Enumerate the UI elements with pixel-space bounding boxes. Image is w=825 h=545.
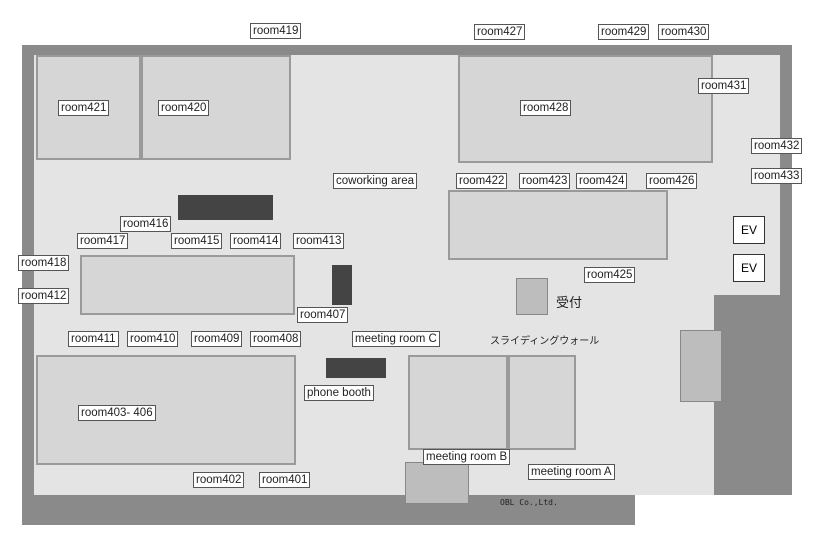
room-label: room430 [658, 24, 710, 40]
room-label: room426 [646, 173, 698, 189]
room-label: room420 [158, 100, 210, 116]
room-label: meeting room B [423, 449, 511, 465]
room-label: coworking area [333, 173, 417, 189]
sliding-wall-label: スライディングウォール [490, 336, 600, 347]
room-label: room409 [191, 331, 243, 347]
coworking-table [178, 195, 273, 220]
room-label: phone booth [304, 385, 374, 401]
room-label: room433 [751, 168, 803, 184]
room-label: room423 [519, 173, 571, 189]
room-label: meeting room A [528, 464, 615, 480]
room-label: room412 [18, 288, 70, 304]
room-label: room419 [250, 23, 302, 39]
room-label: room402 [193, 472, 245, 488]
room-label: room401 [259, 472, 311, 488]
room-427-430-area [458, 55, 713, 163]
room-label: room414 [230, 233, 282, 249]
room-label: room408 [250, 331, 302, 347]
cutout [635, 495, 795, 545]
room-label: room416 [120, 216, 172, 232]
room-label: room407 [297, 307, 349, 323]
room407-table [332, 265, 352, 305]
room-label: room432 [751, 138, 803, 154]
room-label: room422 [456, 173, 508, 189]
room-label: room427 [474, 24, 526, 40]
room-label: room411 [68, 331, 119, 347]
room-label: room415 [171, 233, 223, 249]
reception-desk [516, 278, 548, 315]
room-label: room410 [127, 331, 179, 347]
room-label: room424 [576, 173, 628, 189]
elevator-label: EV [733, 254, 765, 282]
room-label: room431 [698, 78, 750, 94]
room-401-406-area [36, 355, 296, 465]
room-408-412-area [80, 255, 295, 315]
room-label: room417 [77, 233, 129, 249]
room-422-426-area [448, 190, 668, 260]
stairs-east [680, 330, 722, 402]
room-label: room425 [584, 267, 636, 283]
room-label: room403- 406 [78, 405, 156, 421]
room-label: room421 [58, 100, 110, 116]
meeting-room-bc [408, 355, 508, 450]
company-credit: OBL Co.,Ltd. [500, 498, 558, 507]
room-label: room428 [520, 100, 572, 116]
elevator-label: EV [733, 216, 765, 244]
meeting-room-a [508, 355, 576, 450]
room-label: meeting room C [352, 331, 440, 347]
room-label: room429 [598, 24, 650, 40]
stairs [405, 462, 469, 504]
room-label: room413 [293, 233, 345, 249]
meeting-c-table [326, 358, 386, 378]
reception-label: 受付 [556, 295, 583, 310]
room-label: room418 [18, 255, 70, 271]
